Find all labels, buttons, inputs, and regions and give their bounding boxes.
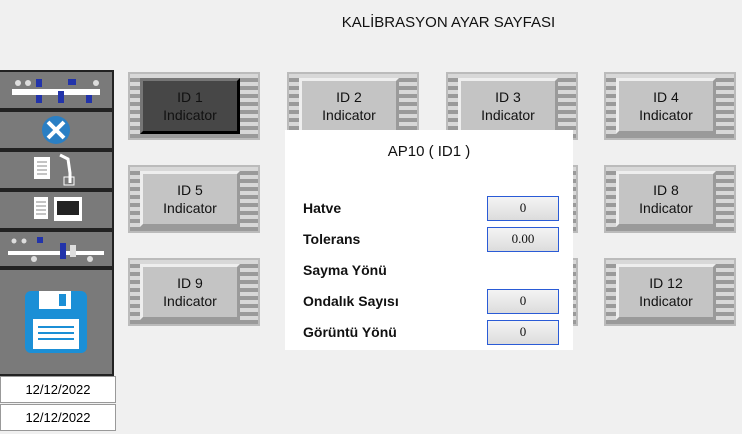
tolerans-row: Tolerans 0.00 bbox=[303, 226, 559, 252]
tile-label: Indicator bbox=[639, 293, 693, 309]
indicator-tile-12[interactable]: ID 12 Indicator bbox=[604, 258, 736, 326]
hatve-row: Hatve 0 bbox=[303, 195, 559, 221]
ondalik-sayisi-input[interactable]: 0 bbox=[487, 288, 559, 314]
tile-label: Indicator bbox=[163, 107, 217, 123]
save-icon bbox=[25, 291, 87, 353]
hatve-input[interactable]: 0 bbox=[487, 195, 559, 221]
tile-id: ID 3 bbox=[495, 89, 521, 105]
field-label: Hatve bbox=[303, 200, 342, 216]
indicator-tile-9[interactable]: ID 9 Indicator bbox=[128, 258, 260, 326]
indicator-tile-3[interactable]: ID 3 Indicator bbox=[446, 72, 578, 140]
scale-adjust-icon bbox=[12, 79, 100, 103]
ondalik-sayisi-row: Ondalık Sayısı 0 bbox=[303, 288, 559, 314]
tile-label: Indicator bbox=[163, 293, 217, 309]
indicator-tile-5[interactable]: ID 5 Indicator bbox=[128, 165, 260, 233]
sayma-yonu-row: Sayma Yönü bbox=[303, 257, 559, 283]
field-label: Tolerans bbox=[303, 231, 361, 247]
page-title: KALİBRASYON AYAR SAYFASI bbox=[341, 14, 556, 31]
tile-id: ID 2 bbox=[336, 89, 362, 105]
tile-id: ID 5 bbox=[177, 182, 203, 198]
goruntu-yonu-row: Görüntü Yönü 0 bbox=[303, 319, 559, 345]
save-button[interactable] bbox=[0, 268, 114, 376]
field-label: Ondalık Sayısı bbox=[303, 293, 399, 309]
goruntu-yonu-input[interactable]: 0 bbox=[487, 319, 559, 345]
tile-label: Indicator bbox=[322, 107, 376, 123]
tools-button[interactable] bbox=[0, 110, 114, 150]
tools-icon bbox=[42, 116, 70, 144]
tile-id: ID 9 bbox=[177, 275, 203, 291]
tile-id: ID 1 bbox=[177, 89, 203, 105]
slider-adjust-icon bbox=[8, 237, 104, 262]
indicator-tile-4[interactable]: ID 4 Indicator bbox=[604, 72, 736, 140]
tolerans-input[interactable]: 0.00 bbox=[487, 226, 559, 252]
tile-id: ID 8 bbox=[653, 182, 679, 198]
tile-label: Indicator bbox=[481, 107, 535, 123]
tile-label: Indicator bbox=[163, 200, 217, 216]
indicator-tile-1[interactable]: ID 1 Indicator bbox=[128, 72, 260, 140]
field-label: Sayma Yönü bbox=[303, 262, 387, 278]
indicator-tile-8[interactable]: ID 8 Indicator bbox=[604, 165, 736, 233]
tile-id: ID 4 bbox=[653, 89, 679, 105]
popup-title: AP10 ( ID1 ) bbox=[387, 143, 471, 160]
document-monitor-icon bbox=[34, 197, 82, 221]
slider-adjust-button[interactable] bbox=[0, 230, 114, 268]
calibration-popup: AP10 ( ID1 ) Hatve 0 Tolerans 0.00 Sayma Y… bbox=[285, 130, 573, 350]
tile-label: Indicator bbox=[639, 200, 693, 216]
field-label: Görüntü Yönü bbox=[303, 324, 397, 340]
scale-adjust-button[interactable] bbox=[0, 70, 114, 110]
tile-label: Indicator bbox=[639, 107, 693, 123]
tile-id: ID 12 bbox=[649, 275, 683, 291]
document-plug-button[interactable] bbox=[0, 150, 114, 190]
document-plug-icon bbox=[34, 153, 75, 186]
indicator-tile-2[interactable]: ID 2 Indicator bbox=[287, 72, 419, 140]
date-display: 12/12/2022 bbox=[0, 404, 116, 431]
date-display: 12/12/2022 bbox=[0, 376, 116, 403]
document-monitor-button[interactable] bbox=[0, 190, 114, 230]
